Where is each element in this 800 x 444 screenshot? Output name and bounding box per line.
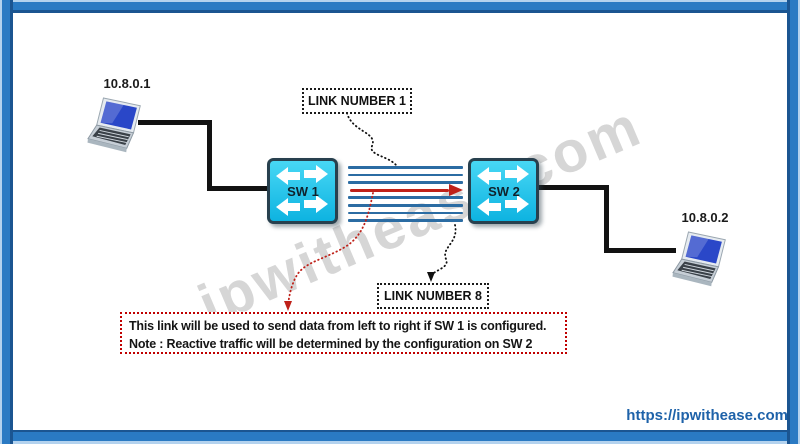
footer-url: https://ipwithease.com <box>626 407 788 424</box>
frame-border-top <box>0 0 800 13</box>
cable-right-horizontal-1 <box>536 185 609 190</box>
switch-label-sw1: SW 1 <box>287 184 319 199</box>
link-line-1 <box>348 166 463 169</box>
switch-label-sw2: SW 2 <box>488 184 520 199</box>
laptop-icon <box>87 97 141 153</box>
link-line-active <box>350 184 463 196</box>
leader-curve-link8 <box>430 224 457 277</box>
laptop-left <box>87 96 149 162</box>
switch-sw1: SW 1 <box>267 158 338 224</box>
callout-link-1: LINK NUMBER 1 <box>302 88 412 114</box>
link-bundle <box>347 166 464 223</box>
callout-link-8: LINK NUMBER 8 <box>377 283 489 309</box>
laptop-icon <box>672 231 726 287</box>
switch-icon: SW 2 <box>468 158 539 224</box>
leader-arrowhead-active-link <box>284 301 292 311</box>
switch-icon: SW 1 <box>267 158 338 224</box>
frame-border-bottom <box>0 430 800 444</box>
link-line-6 <box>348 204 463 207</box>
callout-link-8-label: LINK NUMBER 8 <box>384 289 482 303</box>
link-line-7 <box>348 211 463 215</box>
cable-left-horizontal-1 <box>138 120 212 125</box>
link-line-2 <box>348 173 463 177</box>
note-box: This link will be used to send data from… <box>120 312 567 354</box>
note-line-1: This link will be used to send data from… <box>129 319 547 333</box>
cable-left-horizontal-2 <box>207 186 269 191</box>
frame-border-left <box>0 0 13 444</box>
note-line-2: Note : Reactive traffic will be determin… <box>129 337 533 351</box>
callout-link-1-label: LINK NUMBER 1 <box>308 94 406 108</box>
cable-right-horizontal-2 <box>604 248 676 253</box>
leader-arrowhead-link8 <box>427 272 435 282</box>
cable-right-vertical <box>604 185 609 253</box>
leader-curve-link1 <box>346 112 397 166</box>
laptop-right <box>672 230 734 296</box>
host-ip-label-right: 10.8.0.2 <box>681 210 729 225</box>
frame-border-right <box>787 0 800 444</box>
link-line-5 <box>348 196 463 199</box>
switch-sw2: SW 2 <box>468 158 539 224</box>
link-line-3 <box>348 181 463 184</box>
host-ip-label-left: 10.8.0.1 <box>103 76 151 91</box>
cable-left-vertical <box>207 120 212 191</box>
link-line-8 <box>348 219 463 222</box>
